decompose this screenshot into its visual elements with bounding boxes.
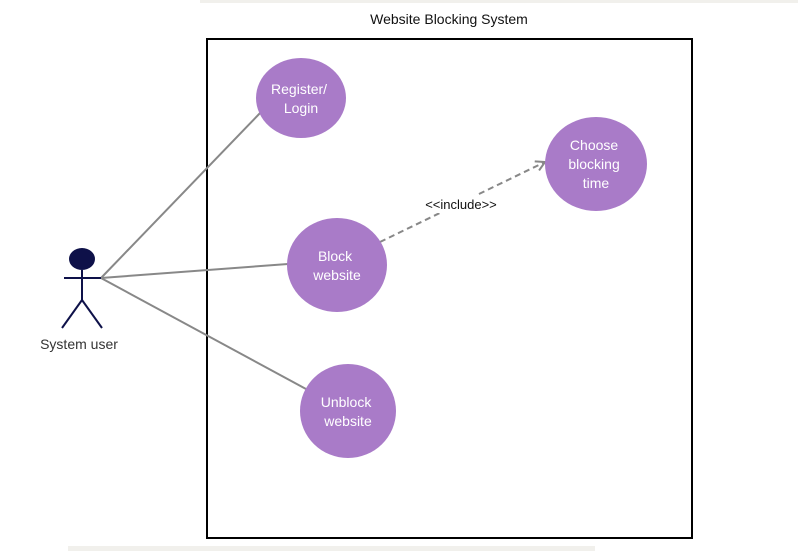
- use-case-block-website-ellipse: [287, 218, 387, 312]
- use-case-register-login[interactable]: Register/ Login: [256, 58, 346, 138]
- association-line-unblock-website[interactable]: [100, 277, 307, 390]
- use-case-block-website[interactable]: Block website: [287, 218, 387, 312]
- choose-blocking-time-line-1: Choose: [570, 137, 618, 153]
- actor-right-leg: [81, 299, 103, 329]
- actor-left-leg: [61, 299, 83, 329]
- use-case-choose-blocking-time-label: Choose blocking time: [568, 137, 623, 191]
- unblock-website-line-2: website: [323, 413, 372, 429]
- choose-blocking-time-line-3: time: [583, 175, 610, 191]
- include-label-background: [420, 195, 502, 213]
- actor-label: System user: [40, 336, 118, 352]
- actor-stick-figure-icon[interactable]: [61, 248, 103, 329]
- system-boundary[interactable]: [206, 38, 693, 539]
- association-line-register-login[interactable]: [100, 110, 263, 279]
- unblock-website-line-1: Unblock: [321, 394, 373, 410]
- choose-blocking-time-line-2: blocking: [568, 156, 619, 172]
- system-title: Website Blocking System: [370, 11, 528, 27]
- register-login-line-1: Register/: [271, 81, 327, 97]
- use-case-unblock-website[interactable]: Unblock website: [300, 364, 396, 458]
- use-case-unblock-website-label: Unblock website: [321, 394, 375, 429]
- use-case-choose-blocking-time[interactable]: Choose blocking time: [545, 117, 647, 211]
- top-edge-strip: [200, 0, 798, 3]
- use-case-register-login-label: Register/ Login: [271, 81, 331, 116]
- use-case-block-website-label: Block website: [312, 248, 361, 283]
- bottom-edge-strip: [68, 546, 595, 551]
- use-case-unblock-website-ellipse: [300, 364, 396, 458]
- association-line-block-website[interactable]: [100, 263, 289, 279]
- actor-head: [69, 248, 95, 270]
- use-case-choose-blocking-time-ellipse: [545, 117, 647, 211]
- block-website-line-2: website: [312, 267, 361, 283]
- register-login-line-2: Login: [284, 100, 318, 116]
- block-website-line-1: Block: [318, 248, 353, 264]
- use-case-register-login-ellipse: [256, 58, 346, 138]
- include-label: <<include>>: [425, 197, 497, 212]
